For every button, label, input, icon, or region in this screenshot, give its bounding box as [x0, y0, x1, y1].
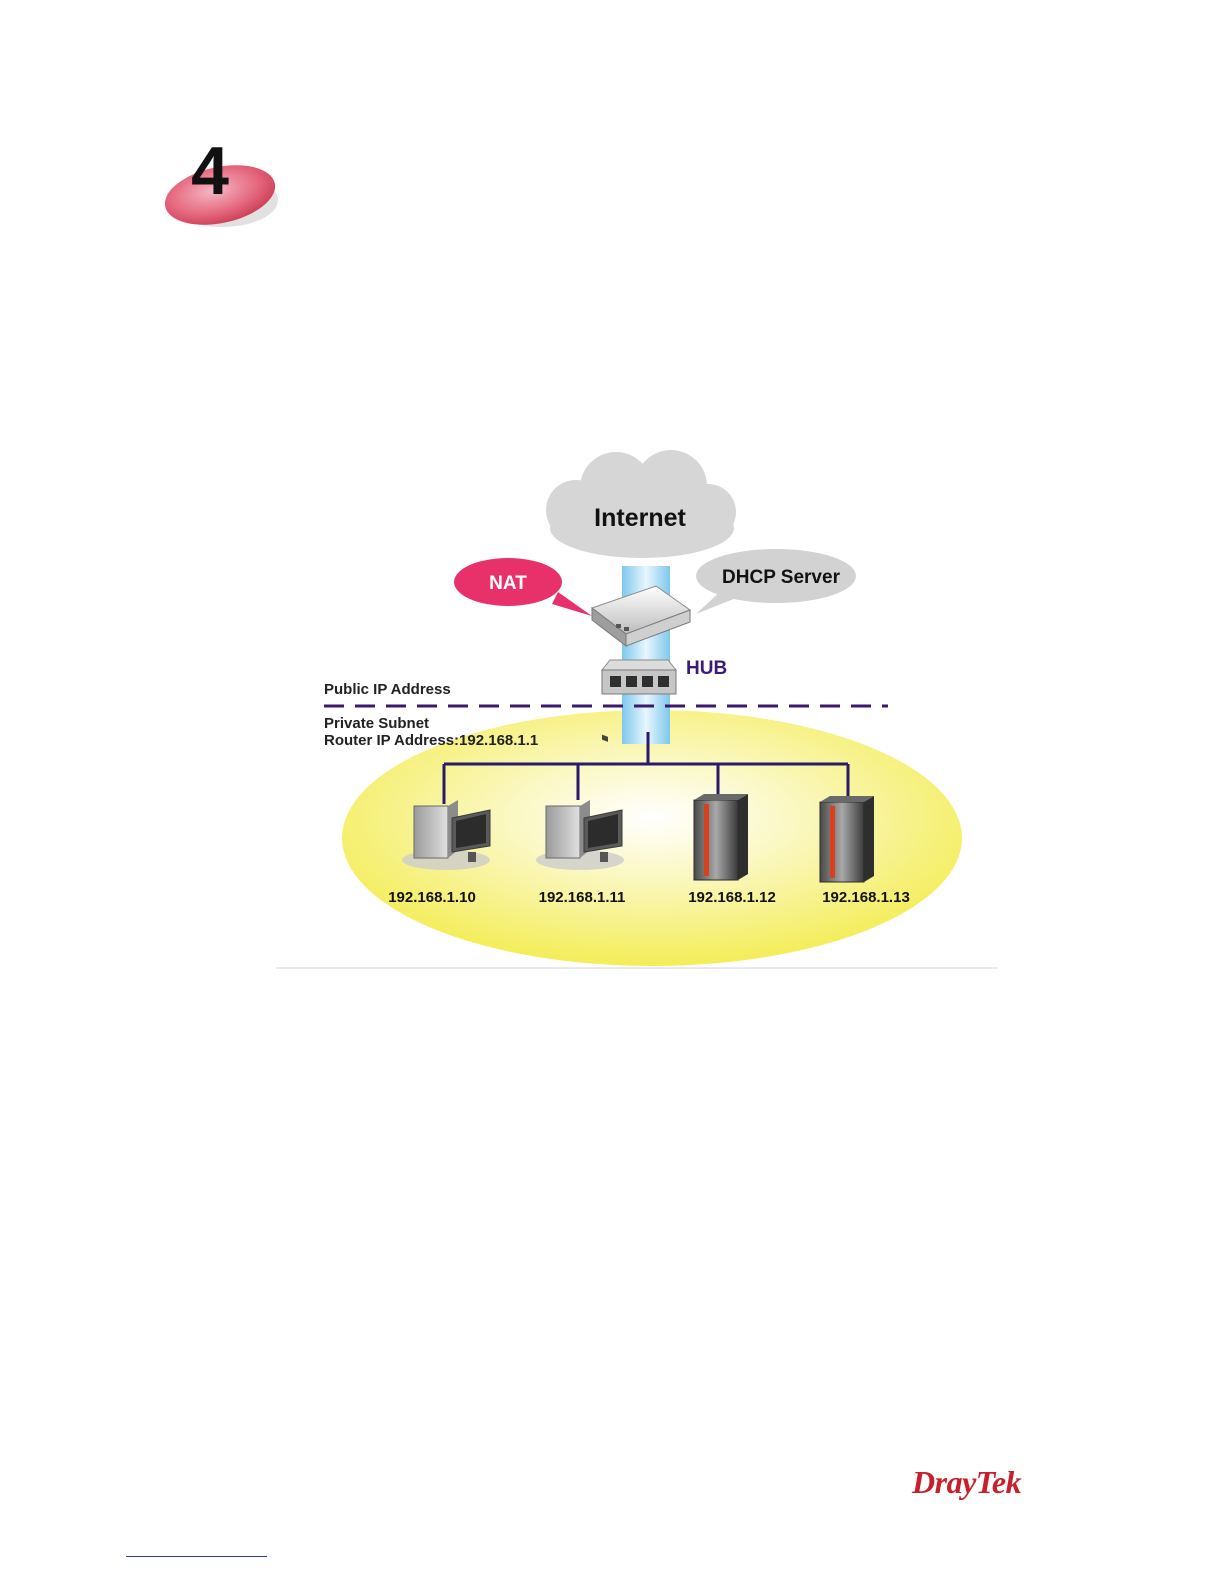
- footer-rule: [126, 1556, 267, 1557]
- cloud-label: Internet: [594, 504, 686, 532]
- host-ip: 192.168.1.13: [822, 889, 910, 906]
- dhcp-label: DHCP Server: [722, 567, 841, 588]
- nat-bubble: NAT: [454, 558, 592, 616]
- nat-label: NAT: [489, 573, 527, 594]
- host-ip: 192.168.1.11: [539, 889, 626, 906]
- host-ip: 192.168.1.12: [688, 889, 776, 906]
- internet-cloud: Internet: [546, 450, 736, 558]
- router-ip-label: Router IP Address:192.168.1.1: [324, 732, 538, 749]
- hub-label: HUB: [686, 658, 727, 679]
- public-ip-label: Public IP Address: [324, 681, 451, 698]
- private-subnet-label: Private Subnet: [324, 715, 429, 732]
- hub-icon: [602, 660, 676, 694]
- dhcp-bubble: DHCP Server: [696, 549, 856, 614]
- network-diagram: Internet NAT DHCP Server: [276, 448, 998, 972]
- draytek-logo: DrayTek: [912, 1464, 1052, 1504]
- host-ip: 192.168.1.10: [388, 889, 476, 906]
- chapter-badge: 4: [160, 138, 280, 230]
- chapter-number: 4: [191, 138, 229, 209]
